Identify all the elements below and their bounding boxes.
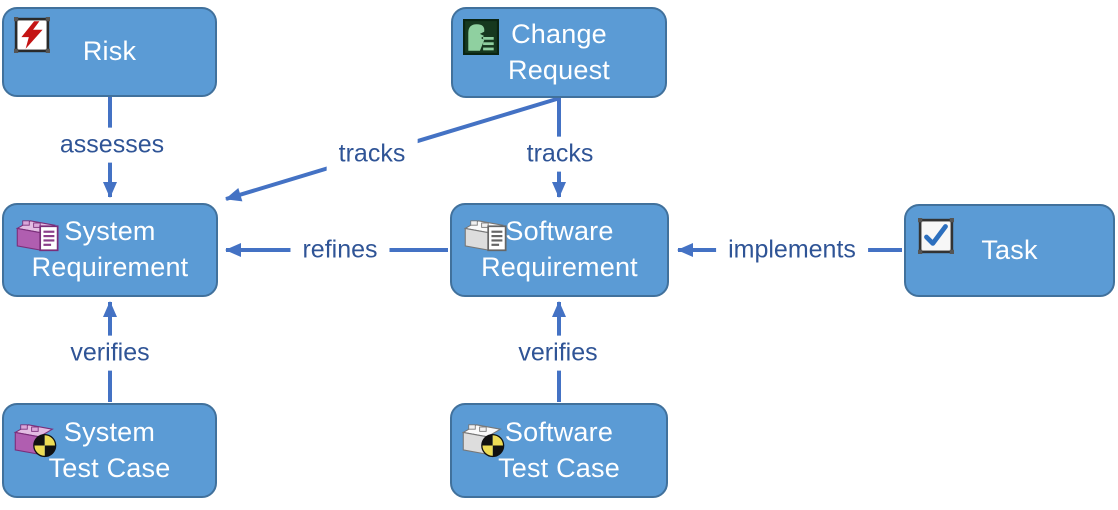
edge-label-verifies-system[interactable]: verifies	[58, 335, 162, 371]
change-request-icon	[463, 19, 499, 55]
task-checkbox-icon	[918, 218, 954, 254]
node-system-test-case[interactable]: System Test Case	[2, 403, 217, 498]
edge-label-tracks-system[interactable]: tracks	[326, 136, 418, 172]
edge-label-tracks-software[interactable]: tracks	[514, 136, 606, 172]
node-task-label: Task	[981, 234, 1038, 265]
node-software-requirement-label: Software Requirement	[481, 216, 638, 282]
node-software-requirement[interactable]: Software Requirement	[450, 203, 669, 297]
edge-label-implements[interactable]: implements	[716, 232, 868, 268]
edge-label-assesses[interactable]: assesses	[47, 127, 177, 163]
node-change-request-label: Change Request	[508, 18, 610, 85]
node-software-test-case-label: Software Test Case	[498, 416, 620, 483]
node-system-requirement[interactable]: System Requirement	[2, 203, 218, 297]
edge-label-verifies-software[interactable]: verifies	[506, 335, 610, 371]
software-test-case-icon	[461, 424, 505, 458]
software-requirement-brick-icon	[463, 220, 507, 252]
node-system-requirement-label: System Requirement	[31, 216, 189, 282]
system-requirement-brick-icon	[15, 220, 59, 252]
node-risk-label: Risk	[82, 36, 137, 67]
node-task[interactable]: Task	[904, 204, 1115, 297]
node-system-test-case-label: System Test Case	[48, 416, 171, 483]
system-test-case-icon	[13, 424, 57, 458]
node-risk[interactable]: Risk	[2, 7, 217, 97]
node-software-test-case[interactable]: Software Test Case	[450, 403, 668, 498]
edge-label-refines[interactable]: refines	[290, 232, 390, 268]
node-change-request[interactable]: Change Request	[451, 7, 667, 98]
risk-lightning-icon	[14, 17, 50, 53]
